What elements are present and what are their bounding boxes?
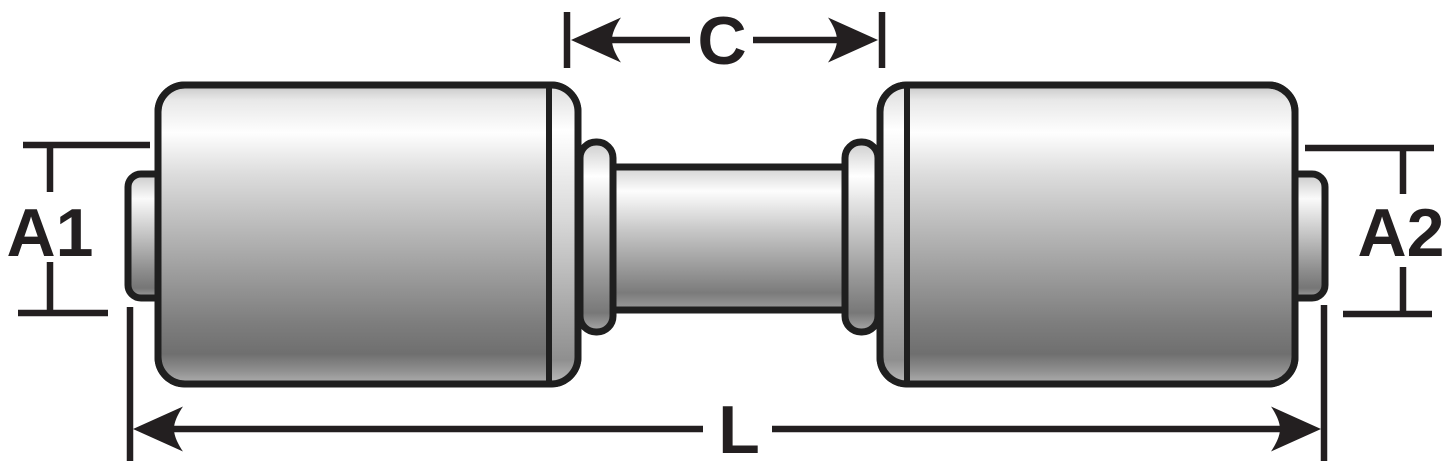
dimension-a2-label: A2 [1358, 195, 1445, 271]
dimension-l-label: L [718, 392, 760, 468]
left-ferrule [154, 81, 582, 388]
center-tube [606, 163, 852, 314]
dimension-a2 [1305, 144, 1434, 318]
dimension-l [126, 305, 1328, 461]
dimension-a1 [18, 141, 150, 317]
dimension-a1-label: A1 [7, 195, 94, 271]
right-collar [841, 138, 882, 336]
dimension-c-label: C [697, 3, 746, 79]
right-ferrule [876, 81, 1299, 388]
dimension-c [563, 12, 886, 68]
left-collar [576, 138, 617, 336]
